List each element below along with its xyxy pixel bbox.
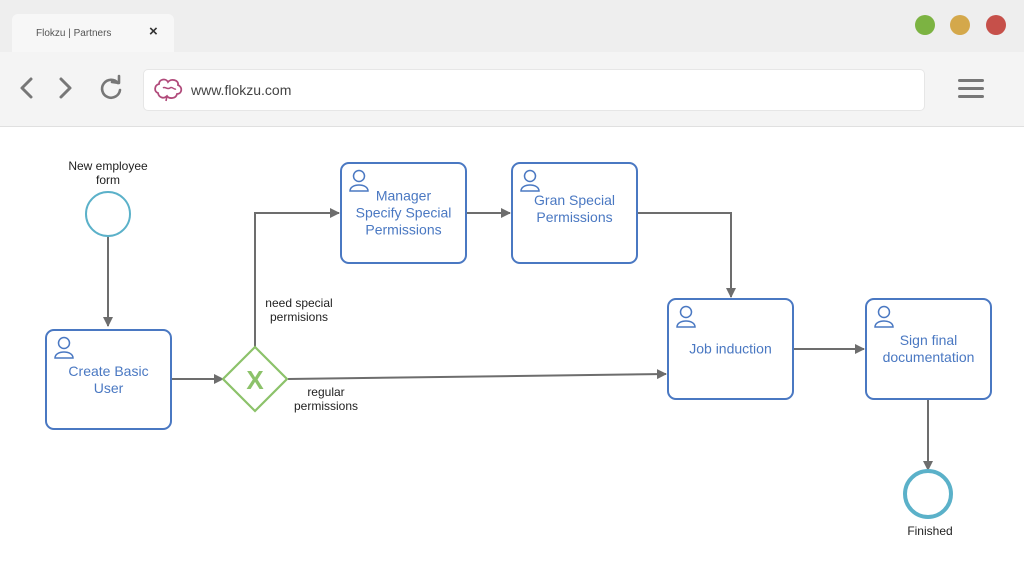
tab-bar: Flokzu | Partners × [0,0,1024,52]
close-tab-icon[interactable]: × [149,23,158,40]
flow-label-need-special: need special permisions [265,296,333,324]
task-label: Sign final documentation [882,332,975,365]
end-event [903,469,953,519]
browser-tab[interactable]: Flokzu | Partners × [12,14,174,52]
chevron-right-icon [59,77,72,99]
task-label: Gran Special Permissions [534,192,615,226]
flow-gateway-to-manager [254,208,340,347]
chevron-left-icon [20,77,33,99]
forward-button[interactable] [53,74,77,102]
gateway-symbol: X [246,365,264,395]
window-dot-yellow[interactable] [950,15,970,35]
reload-icon [100,74,122,100]
task-manager-specify-permissions[interactable]: Manager Specify Special Permissions [340,162,467,264]
task-label: Create Basic User [68,362,149,396]
task-create-basic-user[interactable]: Create Basic User [45,329,172,430]
tab-title: Flokzu | Partners [36,28,112,39]
window-dot-green[interactable] [915,15,935,35]
reload-button[interactable] [97,74,125,102]
menu-button[interactable] [957,77,985,101]
url-text: www.flokzu.com [191,82,292,98]
task-sign-final-documentation[interactable]: Sign final documentation [865,298,992,400]
start-event [85,191,131,237]
window-dot-red[interactable] [986,15,1006,35]
flow-label-regular: regular permissions [293,385,359,413]
flow-gran-to-job [638,212,736,298]
hamburger-menu-icon [958,79,984,98]
process-flows: X [85,191,953,519]
task-label: Manager Specify Special Permissions [355,187,452,238]
back-button[interactable] [15,74,39,102]
task-gran-special-permissions[interactable]: Gran Special Permissions [511,162,638,264]
flow-gateway-to-job [287,369,667,380]
navigation-bar: www.flokzu.com [0,52,1024,127]
end-event-label: Finished [907,524,953,538]
process-diagram: X New employee form Finished need specia… [0,127,1024,583]
exclusive-gateway [221,345,289,413]
address-bar[interactable]: www.flokzu.com [143,69,925,111]
task-job-induction[interactable]: Job induction [667,298,794,400]
task-label: Job induction [689,340,772,357]
start-event-label: New employee form [68,159,148,187]
brain-logo-icon [152,76,184,107]
